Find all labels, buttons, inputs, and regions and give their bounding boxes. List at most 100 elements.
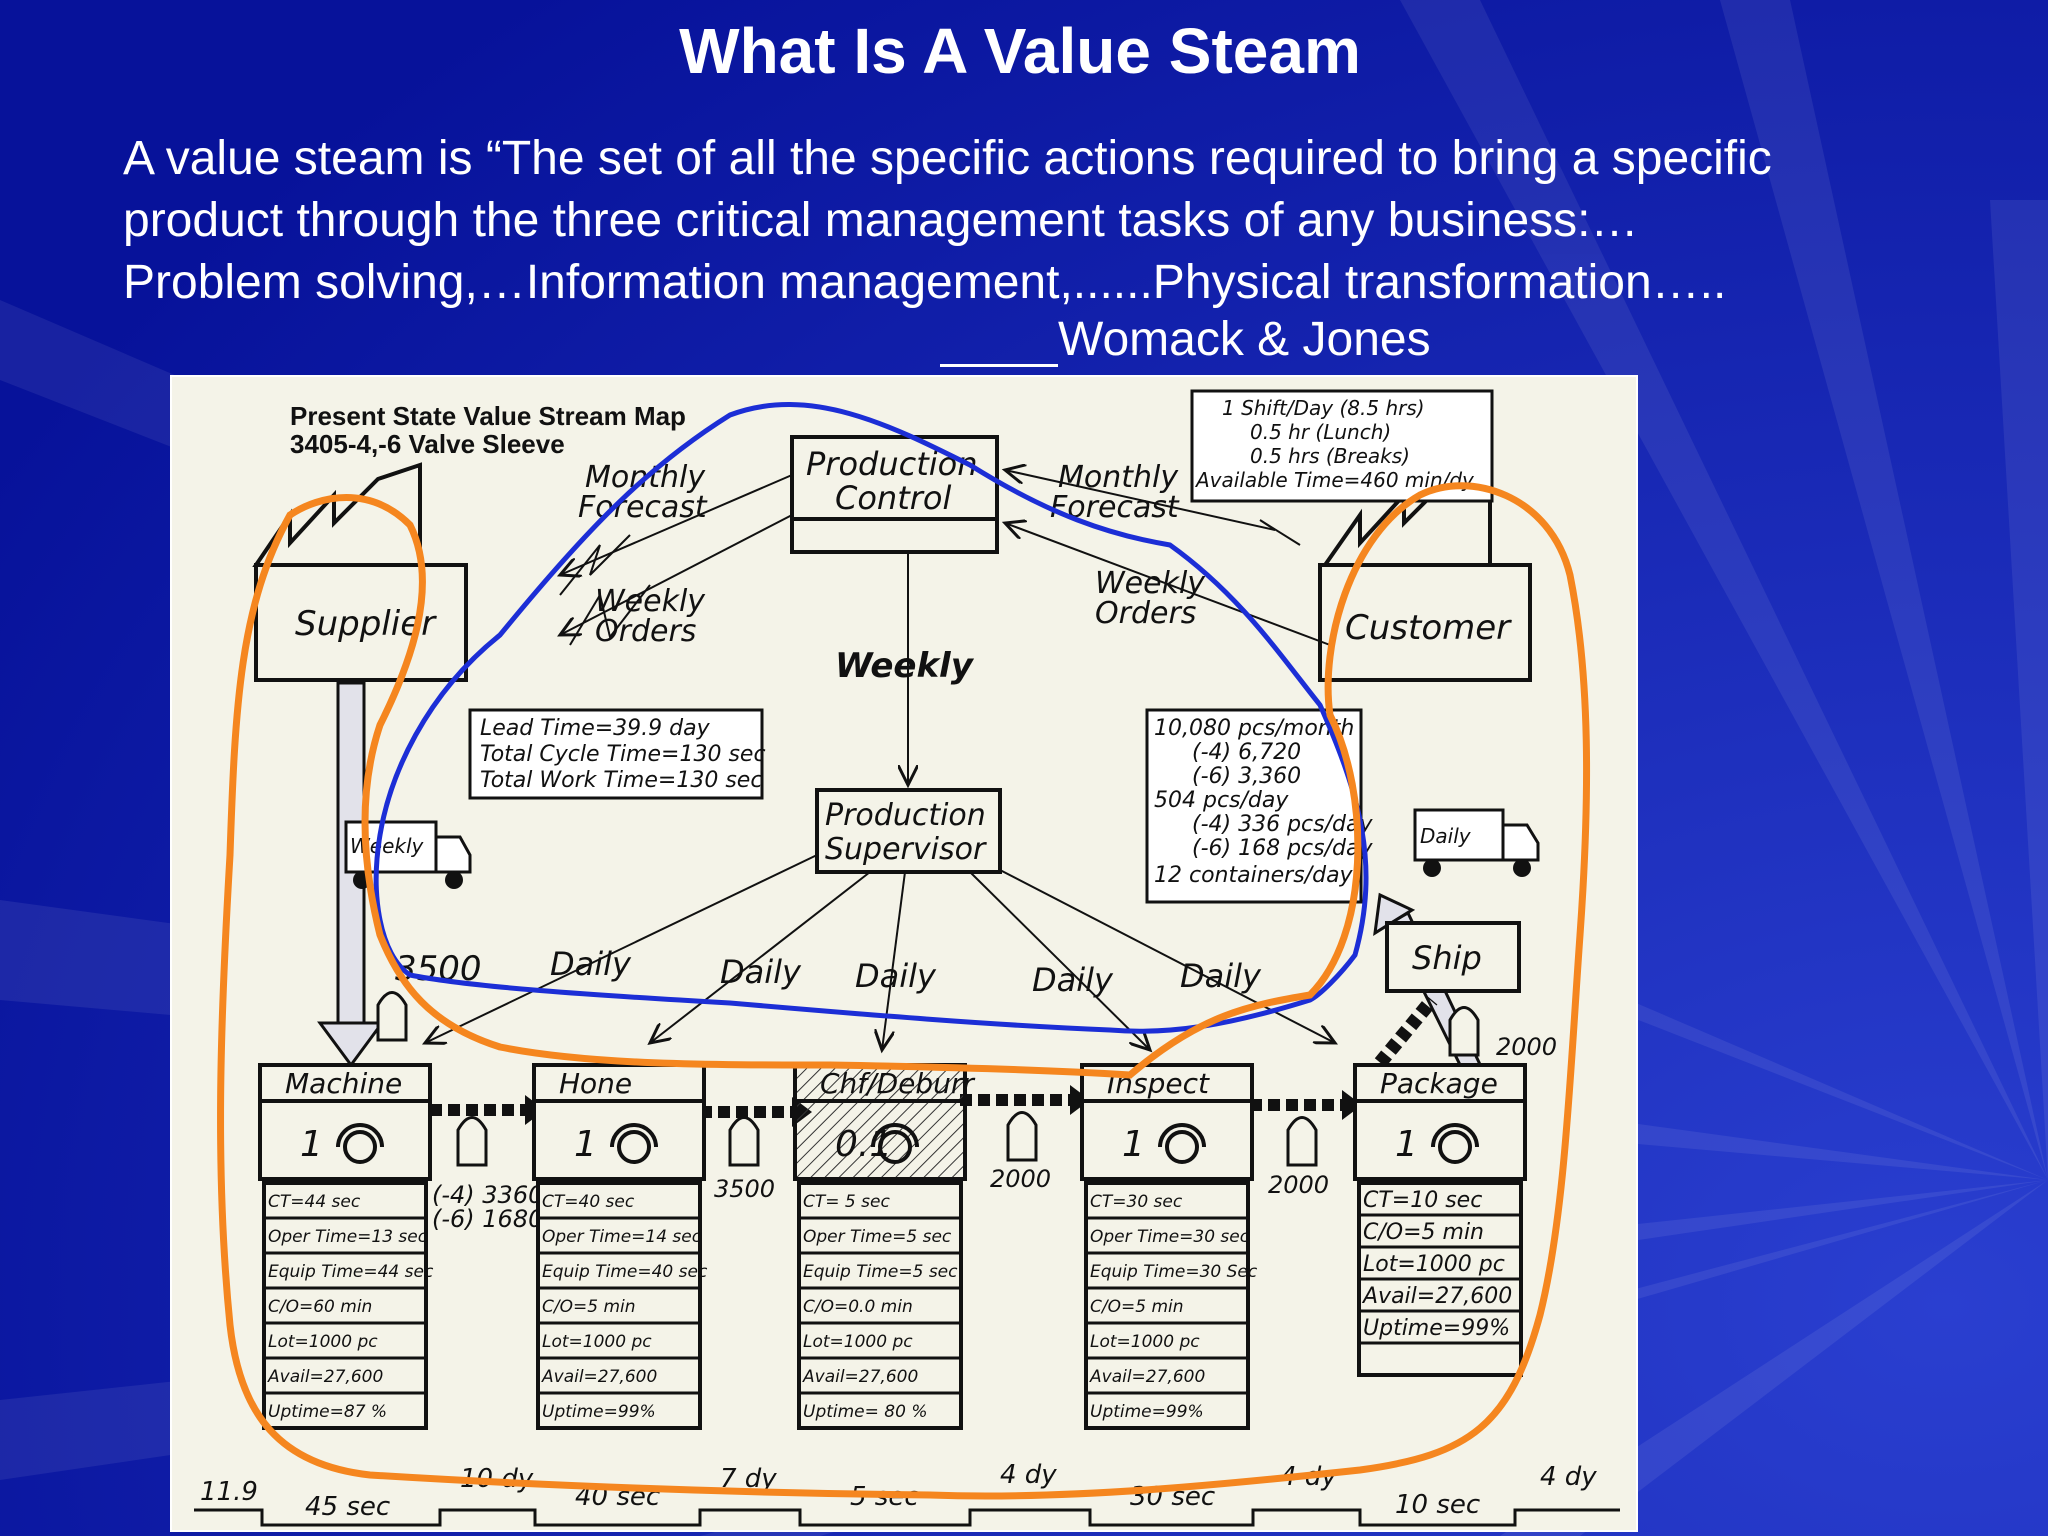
weekly-orders-left: Weekly bbox=[595, 584, 706, 619]
process-data-cell: Uptime=87 % bbox=[268, 1402, 387, 1422]
process-data-cell: Oper Time=13 sec bbox=[268, 1227, 428, 1247]
process-name: Package bbox=[1380, 1067, 1498, 1100]
lead-time-line: Lead Time=39.9 day bbox=[480, 716, 711, 741]
operator-count: 1 bbox=[574, 1124, 597, 1165]
daily-label: Daily bbox=[550, 945, 632, 983]
daily-label: Daily bbox=[855, 957, 937, 995]
process-data-cell: Uptime=99% bbox=[542, 1402, 656, 1422]
monthly-forecast-left: Forecast bbox=[578, 490, 708, 525]
monthly-forecast-right: Monthly bbox=[1058, 460, 1179, 495]
shift-line: 1 Shift/Day (8.5 hrs) bbox=[1222, 396, 1425, 420]
daily-arrow bbox=[650, 871, 871, 1043]
process-data-cell: Lot=1000 pc bbox=[268, 1332, 378, 1352]
operator-count: 1 bbox=[1395, 1124, 1418, 1165]
weekly-orders-right: Weekly bbox=[1095, 566, 1206, 601]
map-title: Present State Value Stream Map bbox=[290, 401, 686, 431]
process-data-cell: Avail=27,600 bbox=[802, 1367, 918, 1387]
process-data-cell: C/O=5 min bbox=[542, 1297, 636, 1317]
process-data-cell: CT= 5 sec bbox=[803, 1192, 890, 1212]
process-data-cell: C/O=5 min bbox=[1363, 1220, 1484, 1245]
process-data-cell: Lot=1000 pc bbox=[1090, 1332, 1200, 1352]
slide-body: A value steam is “The set of all the spe… bbox=[123, 128, 1983, 314]
lightning-left-2 bbox=[569, 584, 651, 646]
process-data-cell: Oper Time=30 sec bbox=[1090, 1227, 1250, 1247]
demand-line: 12 containers/day bbox=[1154, 863, 1354, 888]
process-data-cell: CT=40 sec bbox=[542, 1192, 635, 1212]
orange-outline-material-flow bbox=[217, 482, 1591, 1500]
shift-line: 0.5 hrs (Breaks) bbox=[1250, 444, 1410, 468]
process-data-cell: Equip Time=30 Sec bbox=[1090, 1262, 1258, 1282]
process-data-cell: Lot=1000 pc bbox=[1363, 1252, 1505, 1277]
process-data-cell: C/O=0.0 min bbox=[803, 1297, 913, 1317]
blue-outline-information-flow bbox=[373, 402, 1369, 1034]
operator-icon bbox=[343, 1130, 377, 1164]
lightning-left bbox=[559, 534, 631, 596]
push-arrowhead bbox=[1342, 1090, 1362, 1120]
shift-line: 0.5 hr (Lunch) bbox=[1250, 420, 1391, 444]
demand-line: 504 pcs/day bbox=[1154, 788, 1289, 813]
process-data-cell: C/O=5 min bbox=[1090, 1297, 1184, 1317]
production-supervisor-label: Production bbox=[825, 798, 986, 833]
daily-arrow bbox=[969, 871, 1150, 1050]
inventory-icon bbox=[376, 991, 408, 1042]
weekly-orders-left: Orders bbox=[595, 614, 696, 649]
inventory-inspect: 2000 bbox=[1268, 1171, 1329, 1199]
operator-icon bbox=[617, 1130, 651, 1164]
demand-line: (-6) 3,360 bbox=[1192, 764, 1301, 789]
operator-icon bbox=[878, 1130, 912, 1164]
process-data-cell: Equip Time=5 sec bbox=[803, 1262, 958, 1282]
timeline-secs: 45 sec bbox=[305, 1492, 390, 1522]
slide-title: What Is A Value Steam bbox=[679, 15, 1361, 87]
inventory-ship: 2000 bbox=[1496, 1033, 1557, 1061]
demand-line: (-4) 6,720 bbox=[1192, 740, 1301, 765]
attribution: Womack & Jones bbox=[940, 312, 1431, 367]
body-line: product through the three critical manag… bbox=[123, 194, 1639, 247]
inventory-hone: 3500 bbox=[714, 1175, 775, 1203]
orders-arrow-left bbox=[560, 514, 793, 635]
timeline-ladder bbox=[194, 1508, 1620, 1527]
body-line: A value steam is “The set of all the spe… bbox=[123, 132, 1772, 185]
daily-label: Daily bbox=[720, 953, 802, 991]
daily-label: Daily bbox=[1032, 961, 1114, 999]
daily-label: Daily bbox=[1180, 957, 1262, 995]
inventory-icon bbox=[1448, 1006, 1480, 1057]
process-name: Machine bbox=[285, 1067, 402, 1100]
demand-line: 10,080 pcs/month bbox=[1154, 716, 1354, 741]
monthly-forecast-right: Forecast bbox=[1050, 490, 1180, 525]
production-supervisor-box bbox=[815, 788, 1002, 874]
attribution-underline bbox=[940, 320, 1058, 367]
inventory-machine: (-6) 1680 bbox=[432, 1205, 543, 1233]
process-data-cell: Avail=27,600 bbox=[267, 1367, 383, 1387]
forecast-arrow-right bbox=[1005, 470, 1276, 531]
inventory-icon bbox=[728, 1116, 760, 1167]
truck-icon-right: Daily bbox=[1413, 808, 1540, 877]
process-data-cell: Oper Time=5 sec bbox=[803, 1227, 952, 1247]
daily-arrow bbox=[999, 869, 1335, 1043]
operator-count: 1 bbox=[300, 1124, 323, 1165]
daily-arrow bbox=[882, 871, 906, 1050]
inventory-icon bbox=[1286, 1116, 1318, 1167]
truck-label-right: Daily bbox=[1420, 824, 1472, 848]
shift-box bbox=[1190, 389, 1494, 503]
inventory-chf: 2000 bbox=[990, 1165, 1051, 1193]
weekly-label: Weekly bbox=[835, 646, 975, 686]
inventory-icon bbox=[1006, 1111, 1038, 1162]
demand-line: (-6) 168 pcs/day bbox=[1192, 836, 1373, 861]
ship-label: Ship bbox=[1412, 939, 1482, 977]
production-control-box bbox=[790, 435, 999, 554]
process-data-cell: Lot=1000 pc bbox=[803, 1332, 913, 1352]
body-line: Problem solving,…Information management,… bbox=[123, 256, 1727, 309]
process-data-cell: Uptime=99% bbox=[1363, 1316, 1510, 1341]
process-data-cell: Equip Time=40 sec bbox=[542, 1262, 708, 1282]
demand-line: (-4) 336 pcs/day bbox=[1192, 812, 1373, 837]
customer-factory-icon: Customer bbox=[1318, 462, 1532, 682]
lead-time-line: Total Work Time=130 sec bbox=[480, 768, 762, 793]
forecast-arrow-left bbox=[560, 474, 793, 575]
process-data-cell: Avail=27,600 bbox=[1089, 1367, 1205, 1387]
orders-arrow-right bbox=[1005, 523, 1331, 646]
